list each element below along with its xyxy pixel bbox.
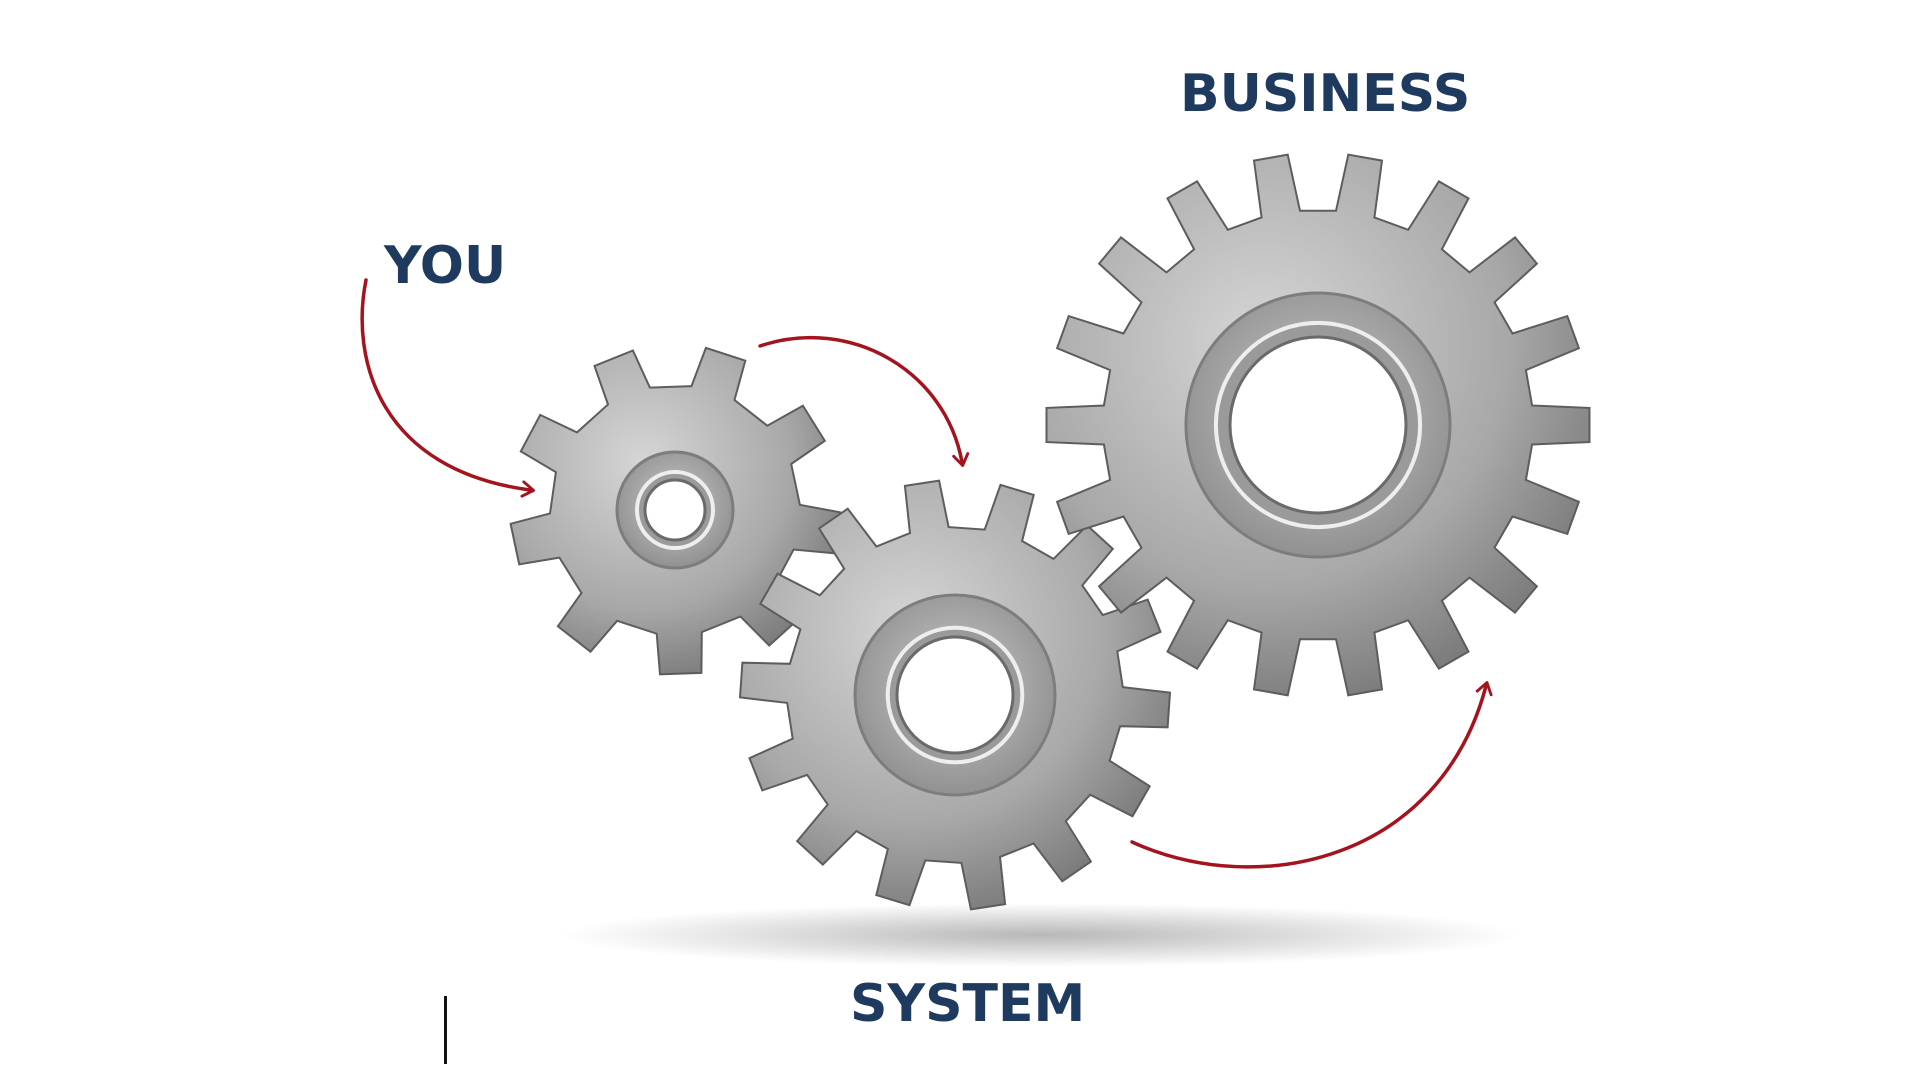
arrow-system-gear-to-business-gear: [1130, 681, 1493, 869]
arrow-you-to-small-gear: [360, 278, 536, 498]
text-cursor-line: [444, 996, 447, 1064]
arrow-small-gear-to-system-gear: [758, 336, 970, 467]
system-gear: [738, 479, 1172, 911]
business-gear-bore: [1228, 335, 1408, 515]
floor-shadow: [560, 903, 1520, 967]
gear-layer: [509, 153, 1591, 911]
label-you: YOU: [384, 236, 507, 296]
system-gear-bore: [895, 635, 1015, 755]
you-gear: [509, 346, 842, 676]
label-system: SYSTEM: [850, 974, 1086, 1034]
label-business: BUSINESS: [1180, 64, 1471, 124]
you-gear-bore: [643, 478, 707, 542]
business-gear: [1045, 153, 1591, 697]
